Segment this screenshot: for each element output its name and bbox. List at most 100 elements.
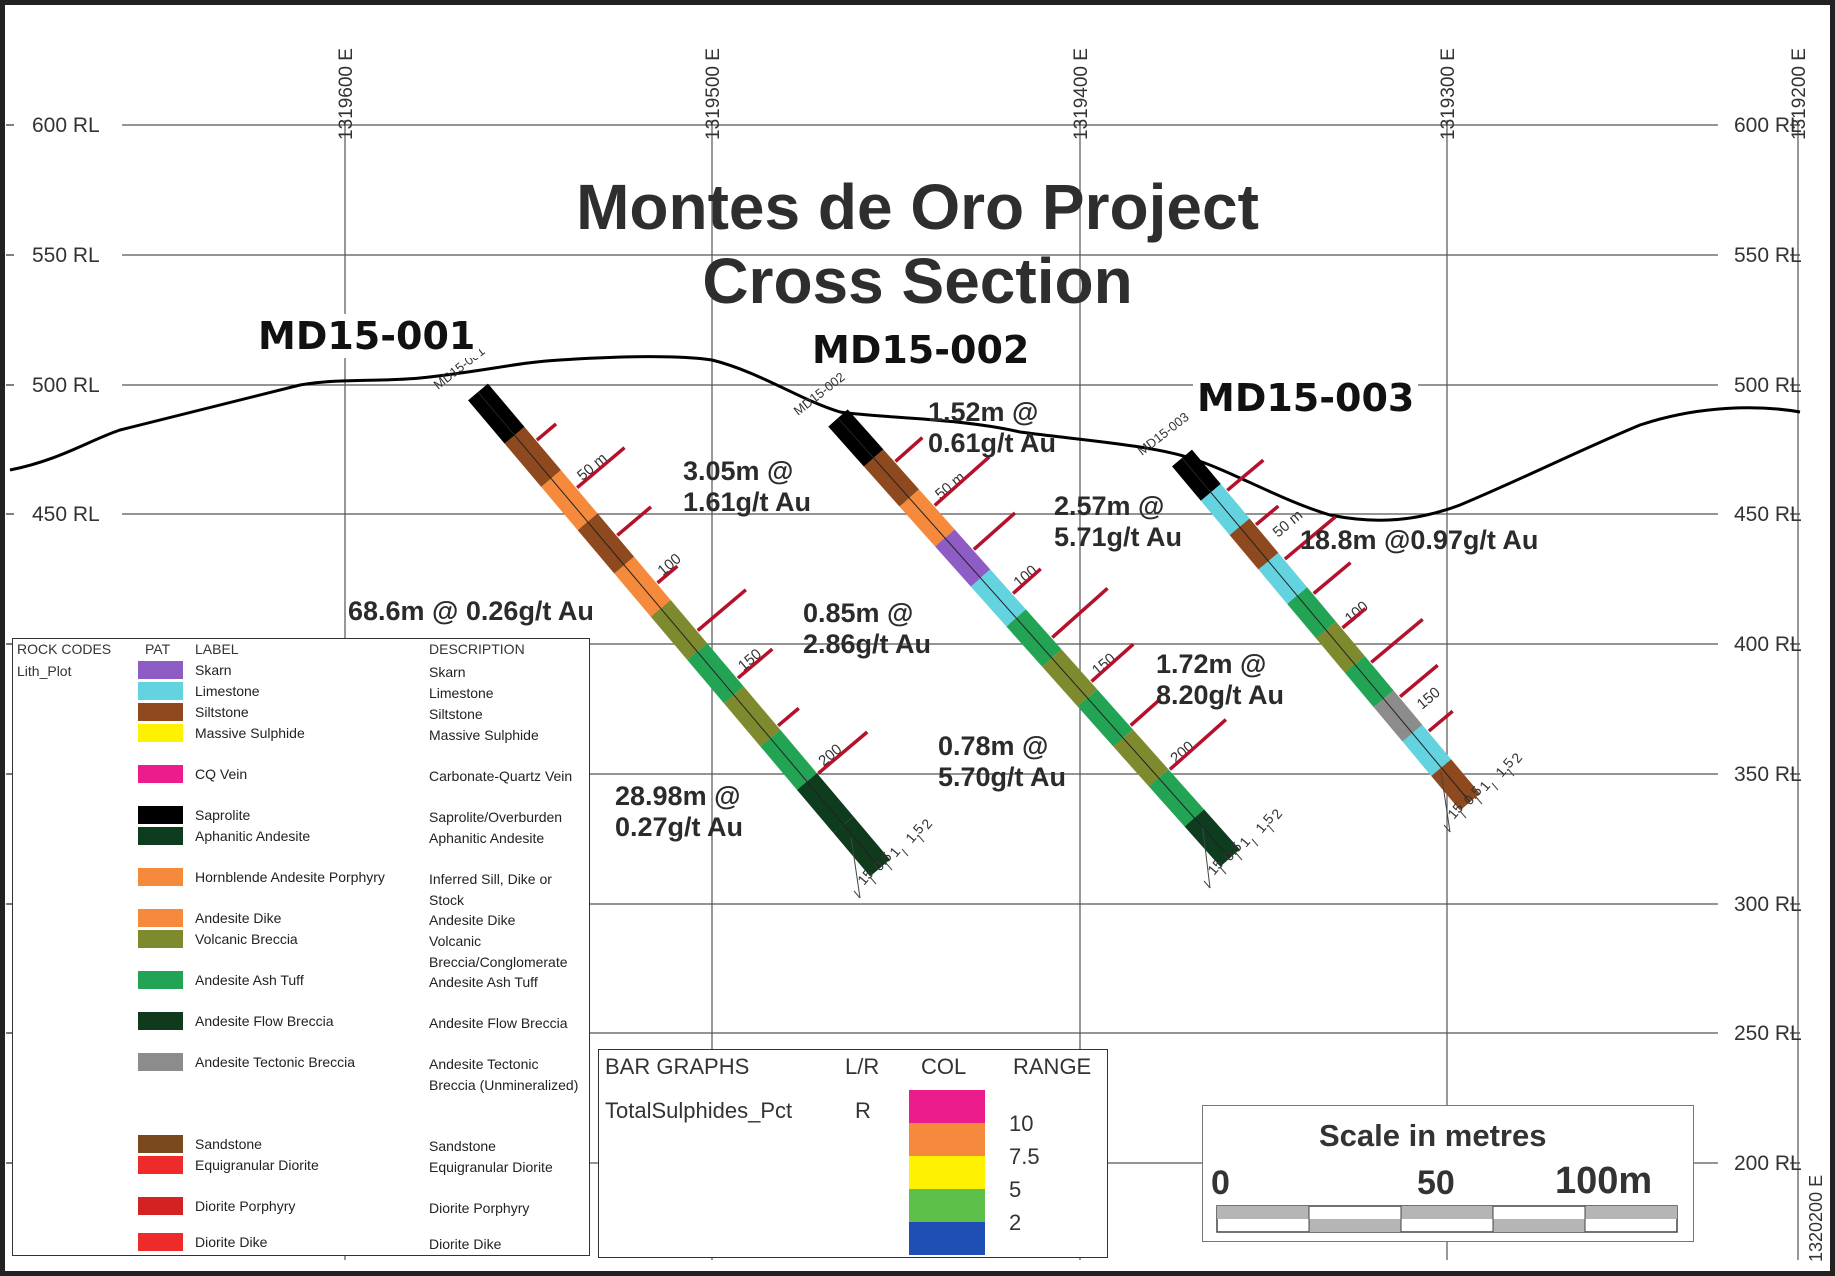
intercept-label: 68.6m @ 0.26g/t Au (348, 596, 594, 626)
legend-swatch (138, 827, 183, 845)
rl-label-right-350: 350 RL (1734, 763, 1802, 786)
scale-title: Scale in metres (1319, 1118, 1547, 1153)
legend-swatch (138, 971, 183, 989)
sulphide-bar (1341, 607, 1367, 630)
sulphide-bar (894, 436, 924, 463)
bar-scale-tick (869, 876, 877, 885)
depth-label: 50 m (932, 469, 968, 503)
range-value: 7.5 (1009, 1144, 1040, 1169)
page-title-line2: Cross Section (702, 245, 1133, 317)
rl-label-right-200: 200 RL (1734, 1152, 1802, 1175)
bar-graphs-header-col: COL (921, 1054, 967, 1079)
legend-swatch (138, 806, 183, 824)
sulphide-bar (1051, 586, 1109, 639)
bar-graph-item-name: TotalSulphides_Pct (605, 1098, 793, 1123)
easting-label: 1319200 E (1789, 48, 1810, 140)
drill-hole-trace (1181, 457, 1471, 803)
legend-swatch (138, 765, 183, 783)
range-value: 10 (1009, 1111, 1034, 1136)
intercept-label: 0.85m @2.86g/t Au (803, 598, 932, 659)
hole-id-md15-001: MD15-001 (254, 314, 480, 358)
scale-label-100: 100m (1555, 1160, 1653, 1202)
legend-swatch (138, 930, 183, 948)
sulphide-bar (1254, 504, 1280, 527)
range-swatch (909, 1090, 985, 1123)
depth-label: 100 (1010, 562, 1040, 591)
sulphide-bar (1168, 718, 1228, 771)
bar-graph-item-lr: R (855, 1098, 871, 1123)
rock-codes-legend: ROCK CODES PAT LABEL DESCRIPTION Lith_Pl… (12, 638, 590, 1256)
range-value: 2 (1009, 1210, 1022, 1235)
rl-label-right-450: 450 RL (1734, 503, 1802, 526)
sulphide-bar (1312, 561, 1352, 595)
legend-swatch (138, 1197, 183, 1215)
rl-label-left-550: 550 RL (32, 244, 100, 267)
bar-scale-tick (1459, 810, 1467, 819)
easting-label: 1319300 E (1438, 48, 1459, 140)
legend-swatch (138, 703, 183, 721)
legend-swatch (138, 909, 183, 927)
drill-hole-trace (477, 391, 881, 869)
legend-swatch (138, 1053, 183, 1071)
sulphide-bar (1370, 617, 1424, 664)
depth-label: 150 (1089, 650, 1119, 679)
bar-scale-tick (901, 848, 909, 857)
sulphide-bar (933, 455, 991, 507)
rl-label-left-500: 500 RL (32, 374, 100, 397)
legend-swatch (138, 868, 183, 886)
bar-scale-tick (917, 834, 925, 843)
intercept-label: 28.98m @0.27g/t Au (615, 781, 744, 842)
sulphide-bar (1090, 642, 1135, 683)
intercept-label: 0.78m @5.70g/t Au (938, 731, 1067, 792)
rl-label-right-500: 500 RL (1734, 374, 1802, 397)
depth-label: 50 m (574, 450, 610, 484)
legend-swatch (138, 1156, 183, 1174)
range-value: 5 (1009, 1177, 1022, 1202)
bar-graphs-header-lr: L/R (845, 1054, 880, 1079)
bar-scale-tick (1219, 866, 1227, 875)
legend-swatch (138, 724, 183, 742)
depth-label: 150 (1414, 684, 1444, 713)
range-swatch (909, 1123, 985, 1156)
bar-scale-tick (1491, 782, 1499, 791)
bar-scale-tick (1251, 838, 1259, 847)
easting-label: 1319500 E (703, 48, 724, 140)
intercept-label: 1.72m @8.20g/t Au (1156, 649, 1285, 710)
bar-scale-axis (1440, 771, 1451, 833)
sulphide-bar (777, 706, 800, 728)
range-swatch (909, 1222, 985, 1255)
sulphide-bar (1283, 515, 1337, 561)
bar-scale-tick (885, 862, 893, 871)
legend-swatch (138, 1012, 183, 1030)
legend-header-codes: ROCK CODES (17, 641, 112, 657)
intercept-label: 18.8m @0.97g/t Au (1300, 525, 1539, 555)
sulphide-bar (576, 446, 626, 490)
range-swatch (909, 1189, 985, 1222)
sulphide-bar (535, 422, 558, 442)
depth-label: 200 (1167, 738, 1197, 767)
sulphide-bar (1226, 458, 1265, 492)
intercept-label: 3.05m @1.61g/t Au (683, 456, 812, 517)
sulphide-bar (736, 647, 774, 680)
legend-header-pat: PAT (145, 641, 171, 657)
legend-header-desc: DESCRIPTION (429, 641, 525, 657)
bar-scale-tick (853, 890, 861, 899)
sulphide-bar (972, 511, 1017, 551)
topography-line (9, 355, 1801, 522)
scale-label-0: 0 (1211, 1164, 1230, 1202)
rl-label-right-600: 600 RL (1734, 114, 1802, 137)
hole-id-md15-003: MD15-003 (1193, 376, 1419, 420)
easting-label: 1319400 E (1071, 48, 1092, 140)
